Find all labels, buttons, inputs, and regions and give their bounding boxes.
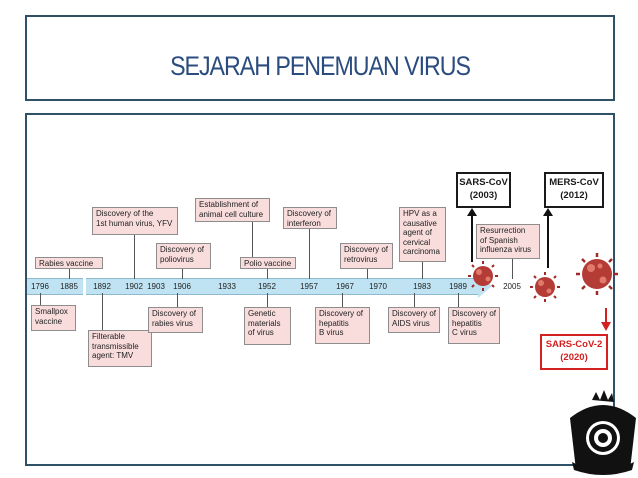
connector-line — [309, 228, 310, 279]
callout-sars-cov-2: SARS-CoV-2 (2020) — [540, 334, 608, 370]
connector-line — [367, 268, 368, 279]
event-rabies-vaccine: Rabies vaccine — [35, 257, 103, 269]
event-rabies-virus: Discovery of rabies virus — [148, 307, 203, 333]
year-label: 1892 — [93, 282, 111, 291]
connector-line — [458, 293, 459, 307]
connector-line — [102, 293, 103, 330]
connector-line — [40, 293, 41, 305]
callout-sars-cov: SARS-CoV (2003) — [456, 172, 511, 208]
event-hepatitis-c: Discovery of hepatitis C virus — [448, 307, 500, 344]
connector-line — [267, 293, 268, 307]
year-label: 1885 — [60, 282, 78, 291]
event-retrovirus: Discovery of retrovirus — [340, 243, 393, 269]
connector-line — [177, 293, 178, 307]
event-polio-vaccine: Polio vaccine — [240, 257, 296, 269]
connector-line — [252, 222, 253, 258]
connector-line — [512, 258, 513, 279]
connector-line — [134, 235, 135, 279]
connector-line — [69, 268, 70, 279]
event-spanish-influenza: Resurrection of Spanish influenza virus — [476, 224, 540, 259]
connector-line — [267, 268, 268, 279]
title-frame: SEJARAH PENEMUAN VIRUS — [25, 15, 615, 101]
page-title: SEJARAH PENEMUAN VIRUS — [170, 51, 471, 81]
event-poliovirus: Discovery of poliovirus — [156, 243, 211, 269]
event-hpv-carcinoma: HPV as a causative agent of cervical car… — [399, 207, 446, 262]
timeline-break — [83, 276, 86, 296]
event-tmv: Filterable transmissible agent: TMV — [88, 330, 152, 367]
connector-line — [422, 262, 423, 279]
event-genetic-materials: Genetic materials of virus — [244, 307, 291, 345]
event-animal-cell-culture: Establishment of animal cell culture — [195, 198, 270, 222]
event-smallpox-vaccine: Smallpox vaccine — [31, 305, 76, 331]
year-label: 2005 — [503, 282, 521, 291]
year-label: 1967 — [336, 282, 354, 291]
year-label: 1970 — [369, 282, 387, 291]
connector-line — [182, 268, 183, 279]
event-first-human-virus: Discovery of the 1st human virus, YFV — [92, 207, 178, 235]
connector-line — [342, 293, 343, 307]
callout-mers-cov: MERS-CoV (2012) — [544, 172, 604, 208]
year-label: 1902 — [125, 282, 143, 291]
year-label: 1903 — [147, 282, 165, 291]
year-label: 1989 — [449, 282, 467, 291]
year-label: 1952 — [258, 282, 276, 291]
timeline-arrow-head — [478, 274, 492, 298]
event-aids-virus: Discovery of AIDS virus — [388, 307, 440, 333]
year-label: 1933 — [218, 282, 236, 291]
year-label: 1796 — [31, 282, 49, 291]
event-hepatitis-b: Discovery of hepatitis B virus — [315, 307, 370, 344]
year-label: 1957 — [300, 282, 318, 291]
year-label: 1906 — [173, 282, 191, 291]
year-label: 1983 — [413, 282, 431, 291]
timeline-bar — [27, 278, 480, 295]
connector-line — [414, 293, 415, 307]
event-interferon: Discovery of interferon — [283, 207, 337, 229]
